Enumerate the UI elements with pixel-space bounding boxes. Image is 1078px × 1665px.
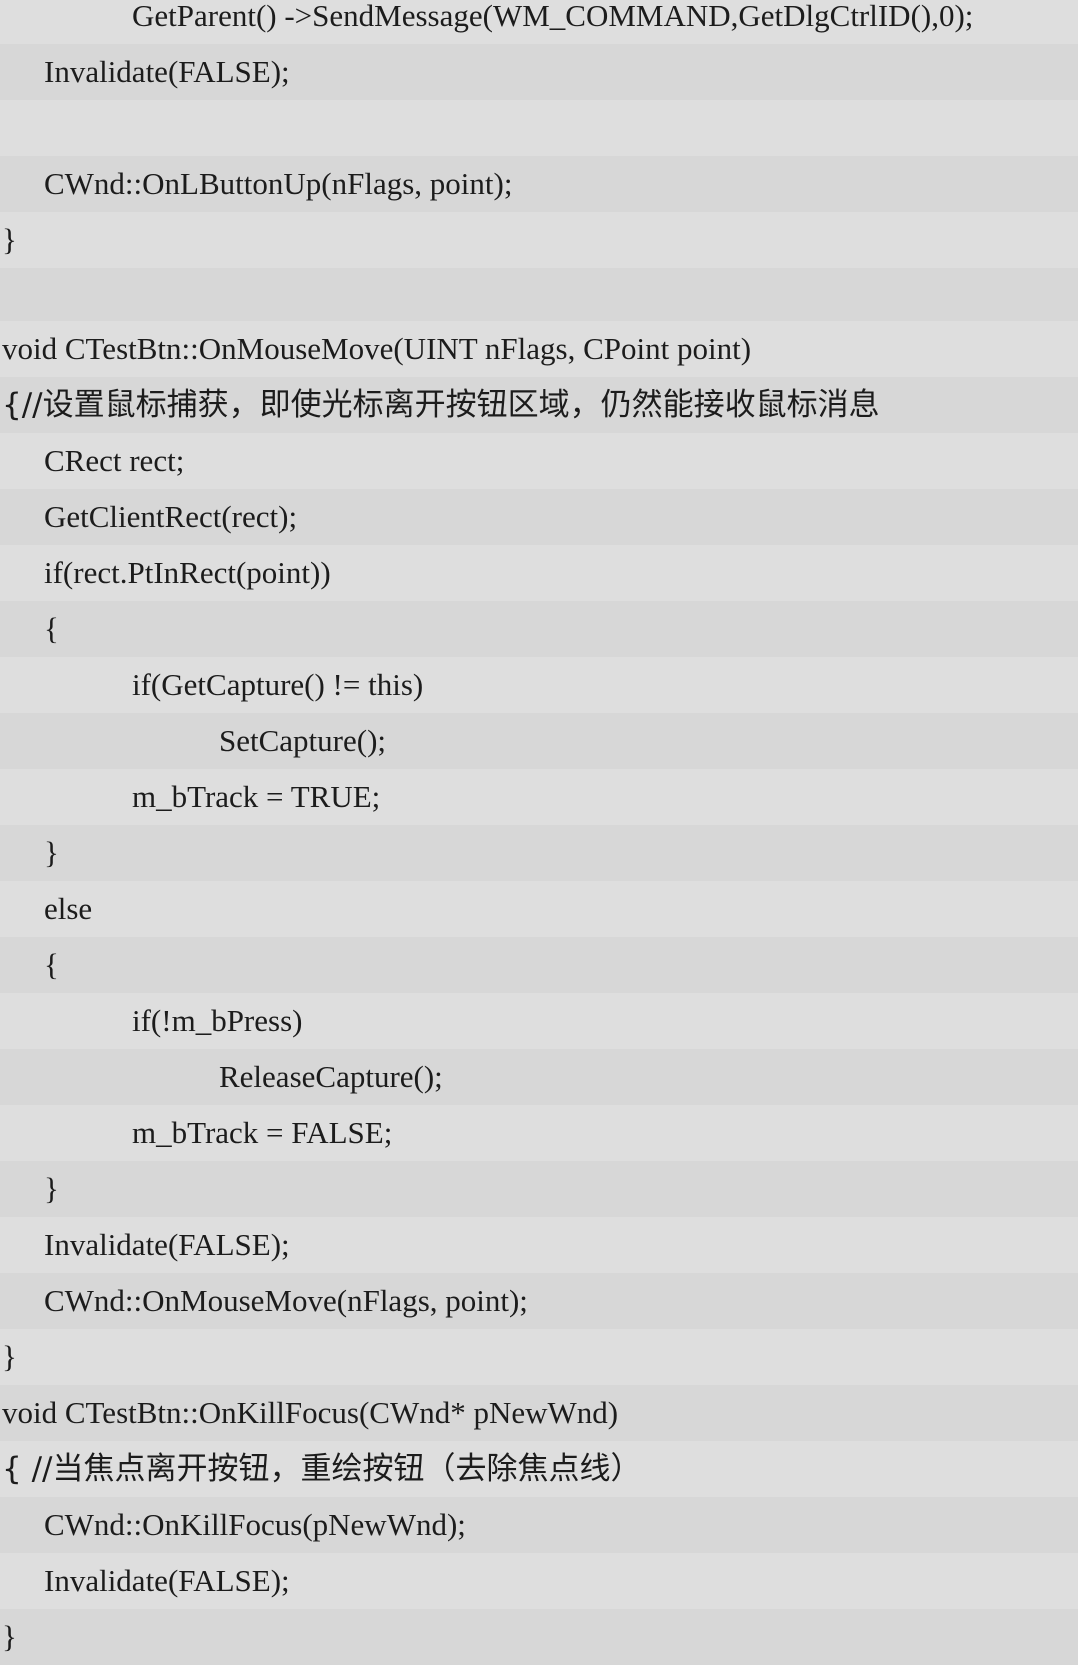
code-text: } — [44, 1171, 59, 1206]
code-line-27: { //当焦点离开按钮，重绘按钮（去除焦点线） — [0, 1441, 1078, 1497]
code-text: m_bTrack = TRUE; — [132, 779, 381, 814]
code-text: Invalidate(FALSE); — [44, 54, 290, 89]
code-line-13: if(GetCapture() != this) — [0, 657, 1078, 713]
code-line-18: { — [0, 937, 1078, 993]
code-text: Invalidate(FALSE); — [44, 1227, 290, 1262]
code-text: CWnd::OnKillFocus(pNewWnd); — [44, 1507, 466, 1542]
code-text: {//设置鼠标捕获，即使光标离开按钮区域，仍然能接收鼠标消息 — [2, 387, 880, 423]
code-text: if(rect.PtInRect(point)) — [44, 555, 331, 590]
code-line-8: {//设置鼠标捕获，即使光标离开按钮区域，仍然能接收鼠标消息 — [0, 377, 1078, 433]
code-line-24: CWnd::OnMouseMove(nFlags, point); — [0, 1273, 1078, 1329]
code-text: ReleaseCapture(); — [219, 1059, 443, 1094]
code-text: { — [44, 947, 59, 982]
code-text: CWnd::OnLButtonUp(nFlags, point); — [44, 166, 513, 201]
code-text: SetCapture(); — [219, 723, 387, 758]
code-line-12: { — [0, 601, 1078, 657]
code-line-19: if(!m_bPress) — [0, 993, 1078, 1049]
code-line-11: if(rect.PtInRect(point)) — [0, 545, 1078, 601]
code-text: void CTestBtn::OnMouseMove(UINT nFlags, … — [2, 331, 752, 366]
code-line-17: else — [0, 881, 1078, 937]
code-line-6 — [0, 268, 1078, 324]
code-text: { //当焦点离开按钮，重绘按钮（去除焦点线） — [2, 1451, 642, 1487]
code-text: m_bTrack = FALSE; — [132, 1115, 393, 1150]
code-line-29: Invalidate(FALSE); — [0, 1553, 1078, 1609]
code-line-26: void CTestBtn::OnKillFocus(CWnd* pNewWnd… — [0, 1385, 1078, 1441]
code-line-22: } — [0, 1161, 1078, 1217]
code-text: } — [44, 835, 59, 870]
code-line-2: Invalidate(FALSE); — [0, 44, 1078, 100]
code-line-9: CRect rect; — [0, 433, 1078, 489]
code-text: } — [2, 222, 17, 257]
code-line-21: m_bTrack = FALSE; — [0, 1105, 1078, 1161]
code-text: void CTestBtn::OnKillFocus(CWnd* pNewWnd… — [2, 1395, 619, 1430]
code-line-10: GetClientRect(rect); — [0, 489, 1078, 545]
code-text: if(!m_bPress) — [132, 1003, 303, 1038]
code-line-15: m_bTrack = TRUE; — [0, 769, 1078, 825]
code-line-23: Invalidate(FALSE); — [0, 1217, 1078, 1273]
code-line-5: } — [0, 212, 1078, 268]
code-line-28: CWnd::OnKillFocus(pNewWnd); — [0, 1497, 1078, 1553]
code-line-3 — [0, 100, 1078, 156]
code-text: if(GetCapture() != this) — [132, 667, 424, 702]
code-line-1: GetParent() ->SendMessage(WM_COMMAND,Get… — [0, 0, 1078, 44]
code-text: } — [2, 1339, 17, 1374]
code-text: GetParent() ->SendMessage(WM_COMMAND,Get… — [132, 0, 974, 33]
code-line-30: } — [0, 1609, 1078, 1665]
code-line-7: void CTestBtn::OnMouseMove(UINT nFlags, … — [0, 321, 1078, 377]
code-line-16: } — [0, 825, 1078, 881]
code-text: else — [44, 891, 93, 926]
code-line-25: } — [0, 1329, 1078, 1385]
code-line-20: ReleaseCapture(); — [0, 1049, 1078, 1105]
code-text: { — [44, 611, 59, 646]
code-text: CWnd::OnMouseMove(nFlags, point); — [44, 1283, 528, 1318]
code-text: CRect rect; — [44, 443, 185, 478]
code-text: Invalidate(FALSE); — [44, 1563, 290, 1598]
code-text: GetClientRect(rect); — [44, 499, 298, 534]
code-text: } — [2, 1619, 17, 1654]
code-line-4: CWnd::OnLButtonUp(nFlags, point); — [0, 156, 1078, 212]
code-line-14: SetCapture(); — [0, 713, 1078, 769]
